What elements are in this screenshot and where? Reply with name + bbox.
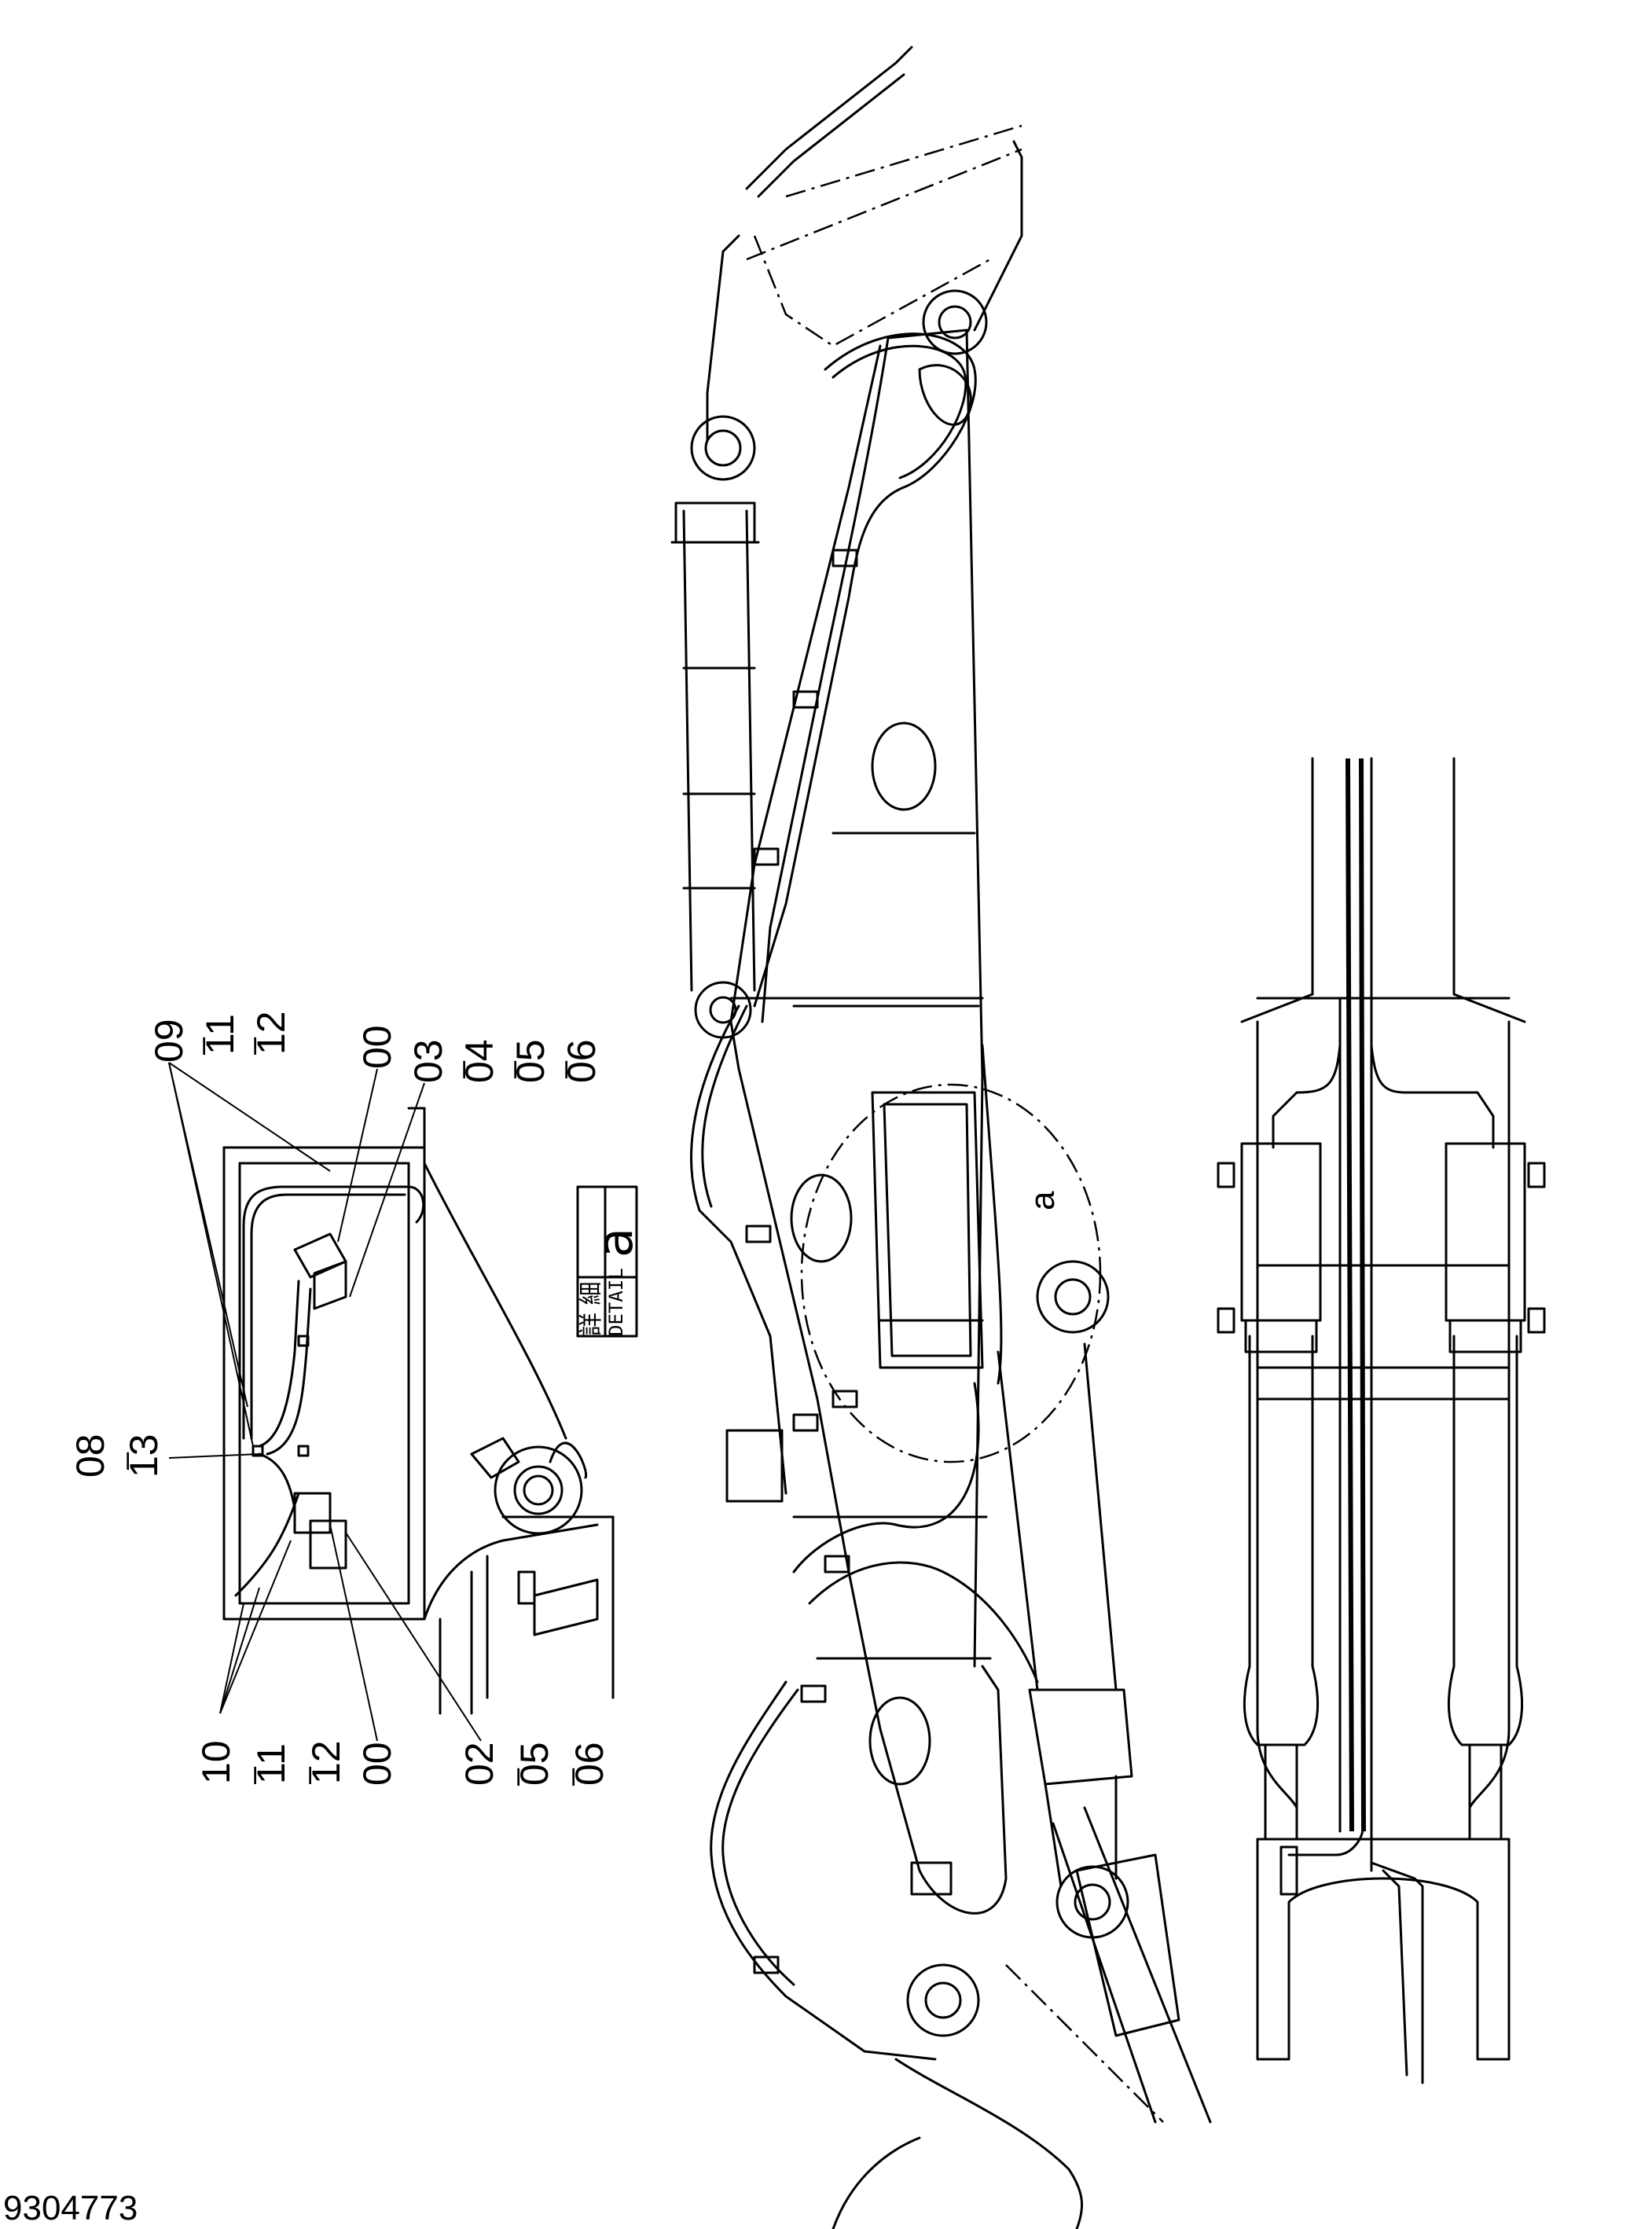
callout-bottom-sub-1: 02	[457, 1742, 501, 1786]
detail-inset-drawing	[168, 1062, 615, 1742]
detail-letter-label: a	[586, 1228, 644, 1258]
callout-top-group-1: 09	[147, 1019, 191, 1063]
detail-label-box	[576, 1185, 638, 1338]
boom-side-view-drawing	[670, 46, 1212, 2229]
detail-english-label: DETAIL	[605, 1268, 627, 1336]
dash-5: –	[547, 1060, 582, 1078]
dash-3: –	[445, 1060, 479, 1078]
dash-10: –	[554, 1768, 589, 1786]
callout-left-group-1: 08	[68, 1434, 112, 1478]
boom-front-view-drawing	[1217, 757, 1546, 2084]
callout-bottom-part: 00	[355, 1742, 399, 1786]
dash-8: –	[291, 1766, 325, 1784]
dash-6: –	[108, 1452, 143, 1470]
dash-7: –	[236, 1766, 270, 1784]
dash-1: –	[185, 1037, 219, 1055]
dash-4: –	[496, 1060, 530, 1078]
callout-bottom-group-1: 10	[194, 1740, 238, 1784]
callout-top-part: 00	[355, 1025, 399, 1069]
dash-2: –	[236, 1037, 270, 1055]
detail-view-marker: a	[1023, 1191, 1062, 1210]
dash-9: –	[499, 1768, 534, 1786]
detail-kanji-label: 詳 細	[578, 1281, 605, 1336]
callout-top-sub-1: 03	[406, 1039, 450, 1083]
drawing-number: 9304773	[3, 2189, 138, 2227]
